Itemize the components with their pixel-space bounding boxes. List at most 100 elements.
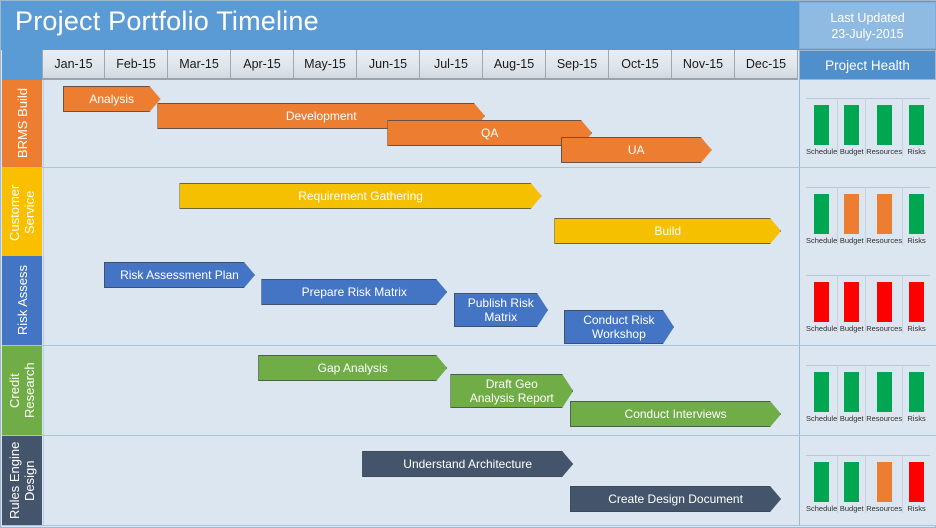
status-badge bbox=[876, 104, 892, 145]
task-bar[interactable]: Analysis bbox=[63, 86, 161, 112]
health-baseline bbox=[806, 97, 930, 99]
health-metric-schedule[interactable]: Schedule bbox=[806, 186, 839, 245]
task-bar[interactable]: Requirement Gathering bbox=[179, 183, 541, 209]
health-metric-risks[interactable]: Risks bbox=[903, 98, 930, 156]
month-header-may-15: May-15 bbox=[294, 50, 357, 80]
swimlane-label-credit-research[interactable]: Credit Research bbox=[2, 346, 42, 435]
status-badge bbox=[844, 461, 860, 502]
health-metric-label: Schedule bbox=[806, 413, 838, 423]
month-header-sep-15: Sep-15 bbox=[546, 50, 609, 80]
health-metric-risks[interactable]: Risks bbox=[903, 365, 930, 423]
health-metric-risks[interactable]: Risks bbox=[903, 187, 930, 245]
health-metric-label: Risks bbox=[907, 413, 926, 423]
swimlane-label-text: Credit Research bbox=[7, 362, 37, 419]
health-metric-budget[interactable]: Budget bbox=[838, 97, 867, 156]
health-metric-label: Budget bbox=[839, 323, 864, 333]
task-bar[interactable]: UA bbox=[561, 137, 712, 163]
health-metric-resources[interactable]: Resources bbox=[866, 186, 904, 245]
task-bar-label: Conduct Interviews bbox=[624, 406, 727, 421]
swimlane-label-text: Risk Assess bbox=[14, 265, 30, 336]
health-metric-label: Resources bbox=[866, 235, 903, 245]
health-baseline bbox=[806, 274, 930, 276]
health-metric-risks[interactable]: Risks bbox=[903, 275, 930, 333]
status-badge bbox=[909, 193, 925, 234]
status-badge bbox=[909, 281, 925, 322]
health-metric-schedule[interactable]: Schedule bbox=[806, 97, 839, 156]
month-header-aug-15: Aug-15 bbox=[483, 50, 546, 80]
health-metric-resources[interactable]: Resources bbox=[866, 97, 904, 156]
status-badge bbox=[909, 371, 925, 412]
status-badge bbox=[814, 461, 830, 502]
health-metric-label: Schedule bbox=[806, 235, 838, 245]
status-badge bbox=[814, 104, 830, 145]
month-header-nov-15: Nov-15 bbox=[672, 50, 735, 80]
health-metric-schedule[interactable]: Schedule bbox=[806, 364, 839, 423]
health-metric-label: Resources bbox=[866, 503, 903, 513]
swimlane-label-text: BRMS Build bbox=[14, 88, 30, 159]
task-bar[interactable]: Conduct Interviews bbox=[570, 401, 781, 427]
health-metric-label: Schedule bbox=[806, 146, 838, 156]
health-metric-budget[interactable]: Budget bbox=[838, 274, 867, 333]
month-header-dec-15: Dec-15 bbox=[735, 50, 798, 80]
status-badge bbox=[876, 371, 892, 412]
swimlane-label-rules-engine-design[interactable]: Rules Engine Design bbox=[2, 436, 42, 525]
task-bar-label: UA bbox=[627, 142, 645, 157]
health-metric-label: Schedule bbox=[806, 323, 838, 333]
health-metric-label: Budget bbox=[839, 146, 864, 156]
title-bar: Project Portfolio Timeline Last Updated … bbox=[1, 1, 936, 50]
status-badge bbox=[844, 281, 860, 322]
status-badge bbox=[876, 193, 892, 234]
health-metric-label: Resources bbox=[866, 323, 903, 333]
health-metric-label: Budget bbox=[839, 503, 864, 513]
swimlane-label-risk-assess[interactable]: Risk Assess bbox=[2, 256, 42, 345]
swimlane-label-brms-build[interactable]: BRMS Build bbox=[2, 80, 42, 167]
task-bar[interactable]: Prepare Risk Matrix bbox=[261, 279, 447, 305]
health-metric-risks[interactable]: Risks bbox=[903, 455, 930, 513]
health-metric-resources[interactable]: Resources bbox=[866, 274, 904, 333]
health-baseline bbox=[806, 454, 930, 456]
task-bar[interactable]: Create Design Document bbox=[570, 486, 781, 512]
project-health-header: Project Health bbox=[799, 50, 936, 80]
swimlane-label-customer-service[interactable]: Customer Service bbox=[2, 168, 42, 257]
status-badge bbox=[844, 193, 860, 234]
task-bar[interactable]: Risk Assessment Plan bbox=[104, 262, 255, 288]
task-bar-label: Gap Analysis bbox=[317, 360, 388, 375]
health-metric-budget[interactable]: Budget bbox=[838, 364, 867, 423]
health-metric-schedule[interactable]: Schedule bbox=[806, 274, 839, 333]
task-bar[interactable]: Gap Analysis bbox=[258, 355, 447, 381]
health-baseline bbox=[806, 364, 930, 366]
swimlane-label-text: Rules Engine Design bbox=[7, 441, 37, 520]
last-updated-label: Last Updated bbox=[830, 10, 905, 25]
task-bar[interactable]: Build bbox=[554, 218, 781, 244]
month-header-mar-15: Mar-15 bbox=[168, 50, 231, 80]
health-metric-resources[interactable]: Resources bbox=[866, 454, 904, 513]
health-metric-budget[interactable]: Budget bbox=[838, 454, 867, 513]
task-bar[interactable]: Understand Architecture bbox=[362, 451, 573, 477]
status-badge bbox=[844, 104, 860, 145]
health-metric-schedule[interactable]: Schedule bbox=[806, 454, 839, 513]
page-title: Project Portfolio Timeline bbox=[15, 6, 319, 36]
health-metric-label: Schedule bbox=[806, 503, 838, 513]
health-metric-resources[interactable]: Resources bbox=[866, 364, 904, 423]
health-baseline bbox=[806, 186, 930, 188]
health-metric-budget[interactable]: Budget bbox=[838, 186, 867, 245]
